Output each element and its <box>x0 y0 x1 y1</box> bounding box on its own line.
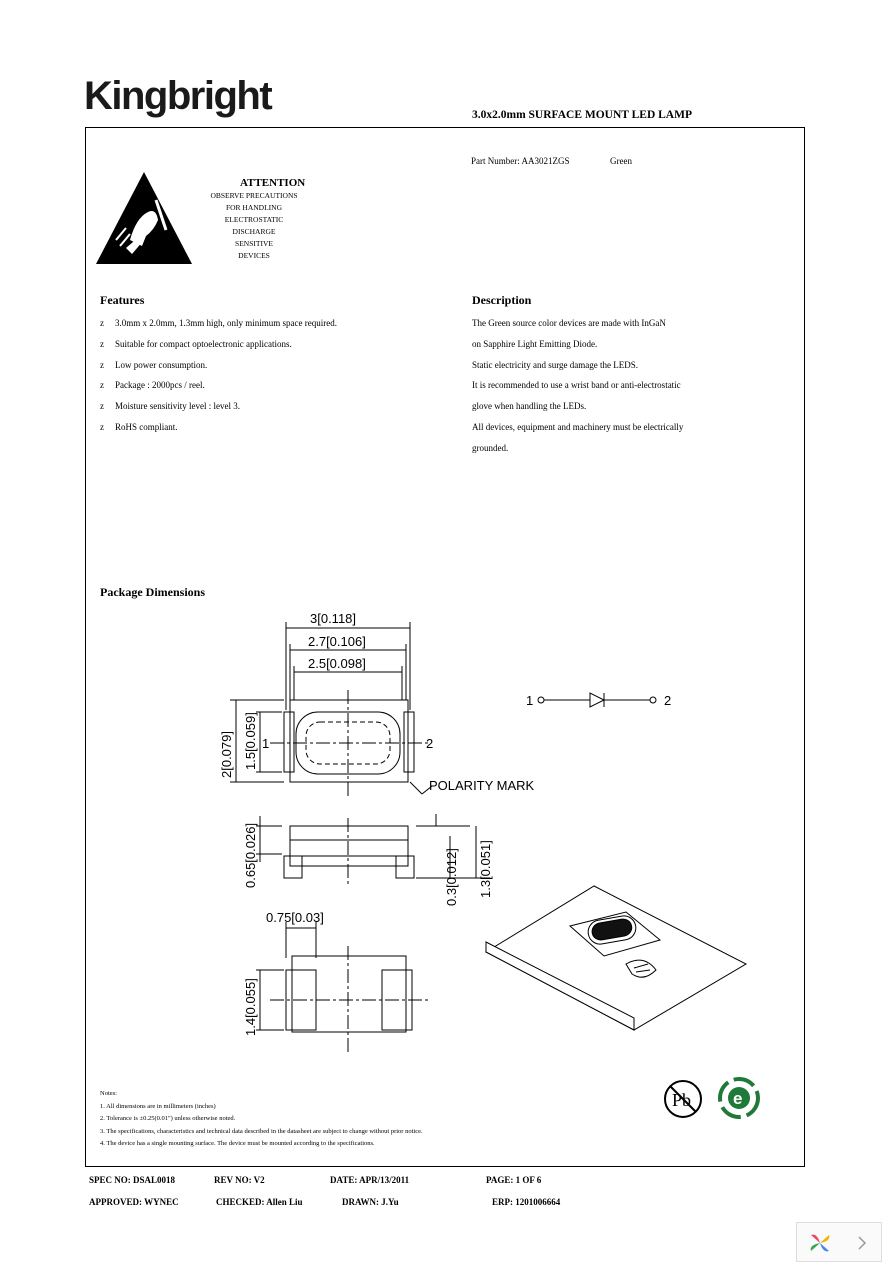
dim-width-3: 3[0.118] <box>310 611 356 626</box>
list-item: z 3.0mm x 2.0mm, 1.3mm high, only minimum… <box>100 318 337 339</box>
dim-height-03: 0.3[0.012] <box>444 848 459 906</box>
attention-line: FOR HANDLING <box>225 203 283 212</box>
dim-height-2: 2[0.079] <box>219 731 234 778</box>
bullet-marker: z <box>100 359 104 370</box>
attention-line: SENSITIVE <box>235 239 273 248</box>
pin-2-label: 2 <box>426 736 433 751</box>
bullet-marker: z <box>100 401 104 412</box>
dim-width-25: 2.5[0.098] <box>308 656 366 671</box>
erp-number: ERP: 1201006664 <box>492 1197 561 1207</box>
approved-by: APPROVED: WYNEC <box>89 1197 179 1207</box>
pb-badge-text: Pb <box>672 1090 691 1110</box>
polarity-mark-label: POLARITY MARK <box>429 778 535 793</box>
pinwheel-icon[interactable] <box>807 1231 833 1255</box>
revision-number: REV NO: V2 <box>214 1175 265 1185</box>
feature-text: RoHS compliant. <box>115 421 178 432</box>
schematic-pin-1: 1 <box>526 693 533 708</box>
notes-title: Notes: <box>100 1090 117 1097</box>
features-list: z 3.0mm x 2.0mm, 1.3mm high, only minimum… <box>100 318 337 443</box>
list-item: z Suitable for compact optoelectronic app… <box>100 339 337 360</box>
attention-lines: OBSERVE PRECAUTIONS FOR HANDLING ELECTRO… <box>200 190 308 262</box>
description-heading: Description <box>472 293 532 307</box>
bullet-marker: z <box>100 380 104 391</box>
list-item: z Moisture sensitivity level : level 3. <box>100 401 337 422</box>
bullet-marker: z <box>100 338 104 349</box>
document-title: 3.0x2.0mm SURFACE MOUNT LED LAMP <box>472 109 692 121</box>
feature-text: 3.0mm x 2.0mm, 1.3mm high, only minimum … <box>115 318 337 328</box>
part-number: Part Number: AA3021ZGS <box>471 156 570 166</box>
features-heading: Features <box>100 293 145 307</box>
notes-block: Notes: 1. All dimensions are in millimet… <box>100 1088 540 1151</box>
feature-text: Suitable for compact optoelectronic appl… <box>115 338 292 349</box>
description-line: All devices, equipment and machinery mus… <box>472 421 684 432</box>
dim-height-15: 1.5[0.059] <box>243 712 258 770</box>
dim-height-13: 1.3[0.051] <box>478 840 493 898</box>
dim-height-14: 1.4[0.055] <box>243 978 258 1036</box>
description-line: on Sapphire Light Emitting Diode. <box>472 338 598 349</box>
note-item: 3. The specifications, characteristics a… <box>100 1127 423 1135</box>
description-line: It is recommended to use a wrist band or… <box>472 380 681 391</box>
dim-width-27: 2.7[0.106] <box>308 634 366 649</box>
feature-text: Low power consumption. <box>115 359 208 370</box>
part-color: Green <box>610 156 632 166</box>
drawn-by: DRAWN: J.Yu <box>342 1197 399 1207</box>
list-item: z Package : 2000pcs / reel. <box>100 380 337 401</box>
attention-line: ELECTROSTATIC <box>224 215 284 224</box>
attention-title: ATTENTION <box>240 177 306 189</box>
description-line: grounded. <box>472 442 509 453</box>
viewer-nav-widget <box>796 1222 882 1262</box>
description-body: The Green source color devices are made … <box>472 318 683 464</box>
note-item: 4. The device has a single mounting surf… <box>100 1140 375 1147</box>
package-heading: Package Dimensions <box>100 585 205 599</box>
checked-by: CHECKED: Allen Liu <box>216 1197 303 1207</box>
bullet-marker: z <box>100 318 104 328</box>
diode-schematic: 1 2 <box>526 692 671 708</box>
lead-free-icon: Pb <box>664 1080 702 1118</box>
description-line: glove when handling the LEDs. <box>472 401 587 412</box>
attention-line: DEVICES <box>238 251 270 260</box>
note-item: 1. All dimensions are in millimeters (in… <box>100 1102 216 1110</box>
list-item: z RoHS compliant. <box>100 422 337 443</box>
pin-1-label: 1 <box>262 736 269 751</box>
schematic-pin-2: 2 <box>664 693 671 708</box>
description-line: The Green source color devices are made … <box>472 318 666 328</box>
brand-logo: Kingbright <box>84 74 273 118</box>
feature-text: Package : 2000pcs / reel. <box>115 380 205 391</box>
chevron-right-icon[interactable] <box>855 1235 869 1251</box>
dim-height-065: 0.65[0.026] <box>243 823 258 888</box>
attention-line: OBSERVE PRECAUTIONS <box>210 191 298 200</box>
bullet-marker: z <box>100 421 104 432</box>
datasheet-frame <box>85 127 805 1167</box>
feature-text: Moisture sensitivity level : level 3. <box>115 401 240 412</box>
attention-line: DISCHARGE <box>232 227 276 236</box>
eco-badge-text: e <box>733 1089 742 1108</box>
esd-warning-icon <box>96 172 192 264</box>
package-drawing: 3[0.118] 2.7[0.106] 2.5[0.098] 2[0.079] … <box>219 611 535 1054</box>
dim-width-075: 0.75[0.03] <box>266 910 324 925</box>
document-date: DATE: APR/13/2011 <box>330 1175 410 1185</box>
rohs-eco-icon: e <box>718 1077 760 1119</box>
description-line: Static electricity and surge damage the … <box>472 359 639 370</box>
spec-number: SPEC NO: DSAL0018 <box>89 1175 176 1185</box>
list-item: z Low power consumption. <box>100 360 337 381</box>
package-3d-view <box>484 885 748 1031</box>
page-number: PAGE: 1 OF 6 <box>486 1175 542 1185</box>
note-item: 2. Tolerance is ±0.25(0.01") unless othe… <box>100 1115 236 1122</box>
